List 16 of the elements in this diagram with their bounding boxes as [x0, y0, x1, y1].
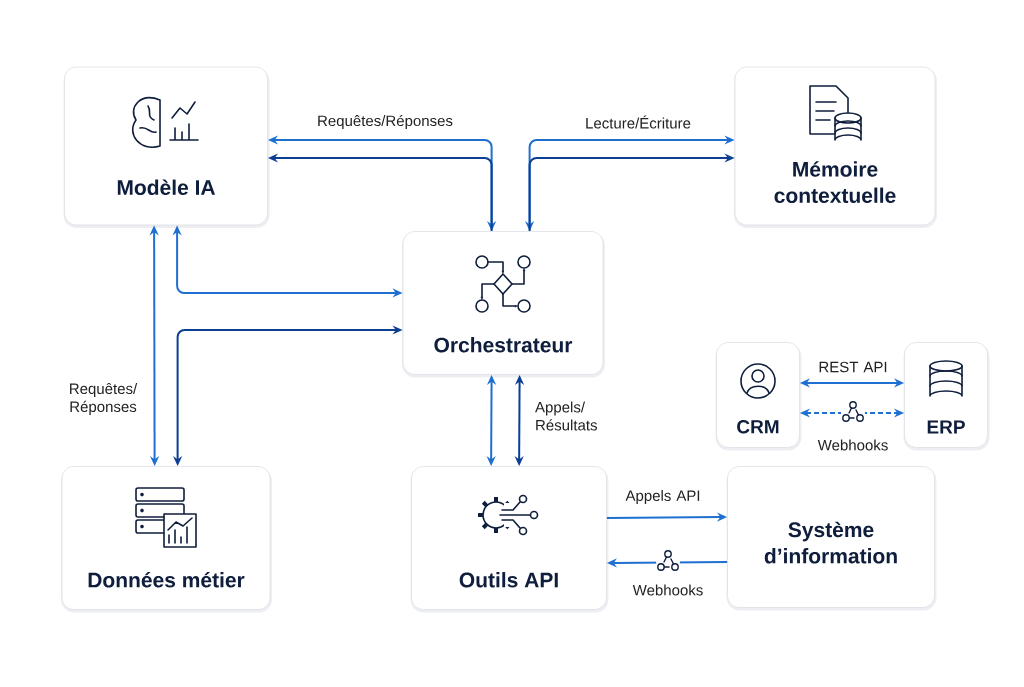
- process-box: Outils API: [410, 466, 609, 613]
- edge-label: REST API: [819, 361, 887, 373]
- edge-label: Requêtes/ Réponses: [70, 383, 138, 415]
- edge-label: Appels API: [625, 490, 700, 504]
- process-box: Orchestrateur: [402, 231, 605, 378]
- edge-label: Requêtes/Réponses: [318, 114, 453, 130]
- edge-label: Webhooks: [632, 584, 703, 596]
- process-box: Mémoire contextuelle: [734, 66, 937, 228]
- process-box: Données métier: [61, 466, 272, 613]
- process-box: CRM: [715, 342, 802, 451]
- process-box: Modèle IA: [63, 66, 270, 228]
- edge-label: Webhooks: [817, 439, 888, 451]
- process-box: ERP: [903, 342, 990, 451]
- edge-label: Appels/ Résultats: [535, 401, 597, 431]
- process-box: Système d’information: [726, 466, 937, 611]
- edge-label: Lecture/Écriture: [586, 115, 691, 129]
